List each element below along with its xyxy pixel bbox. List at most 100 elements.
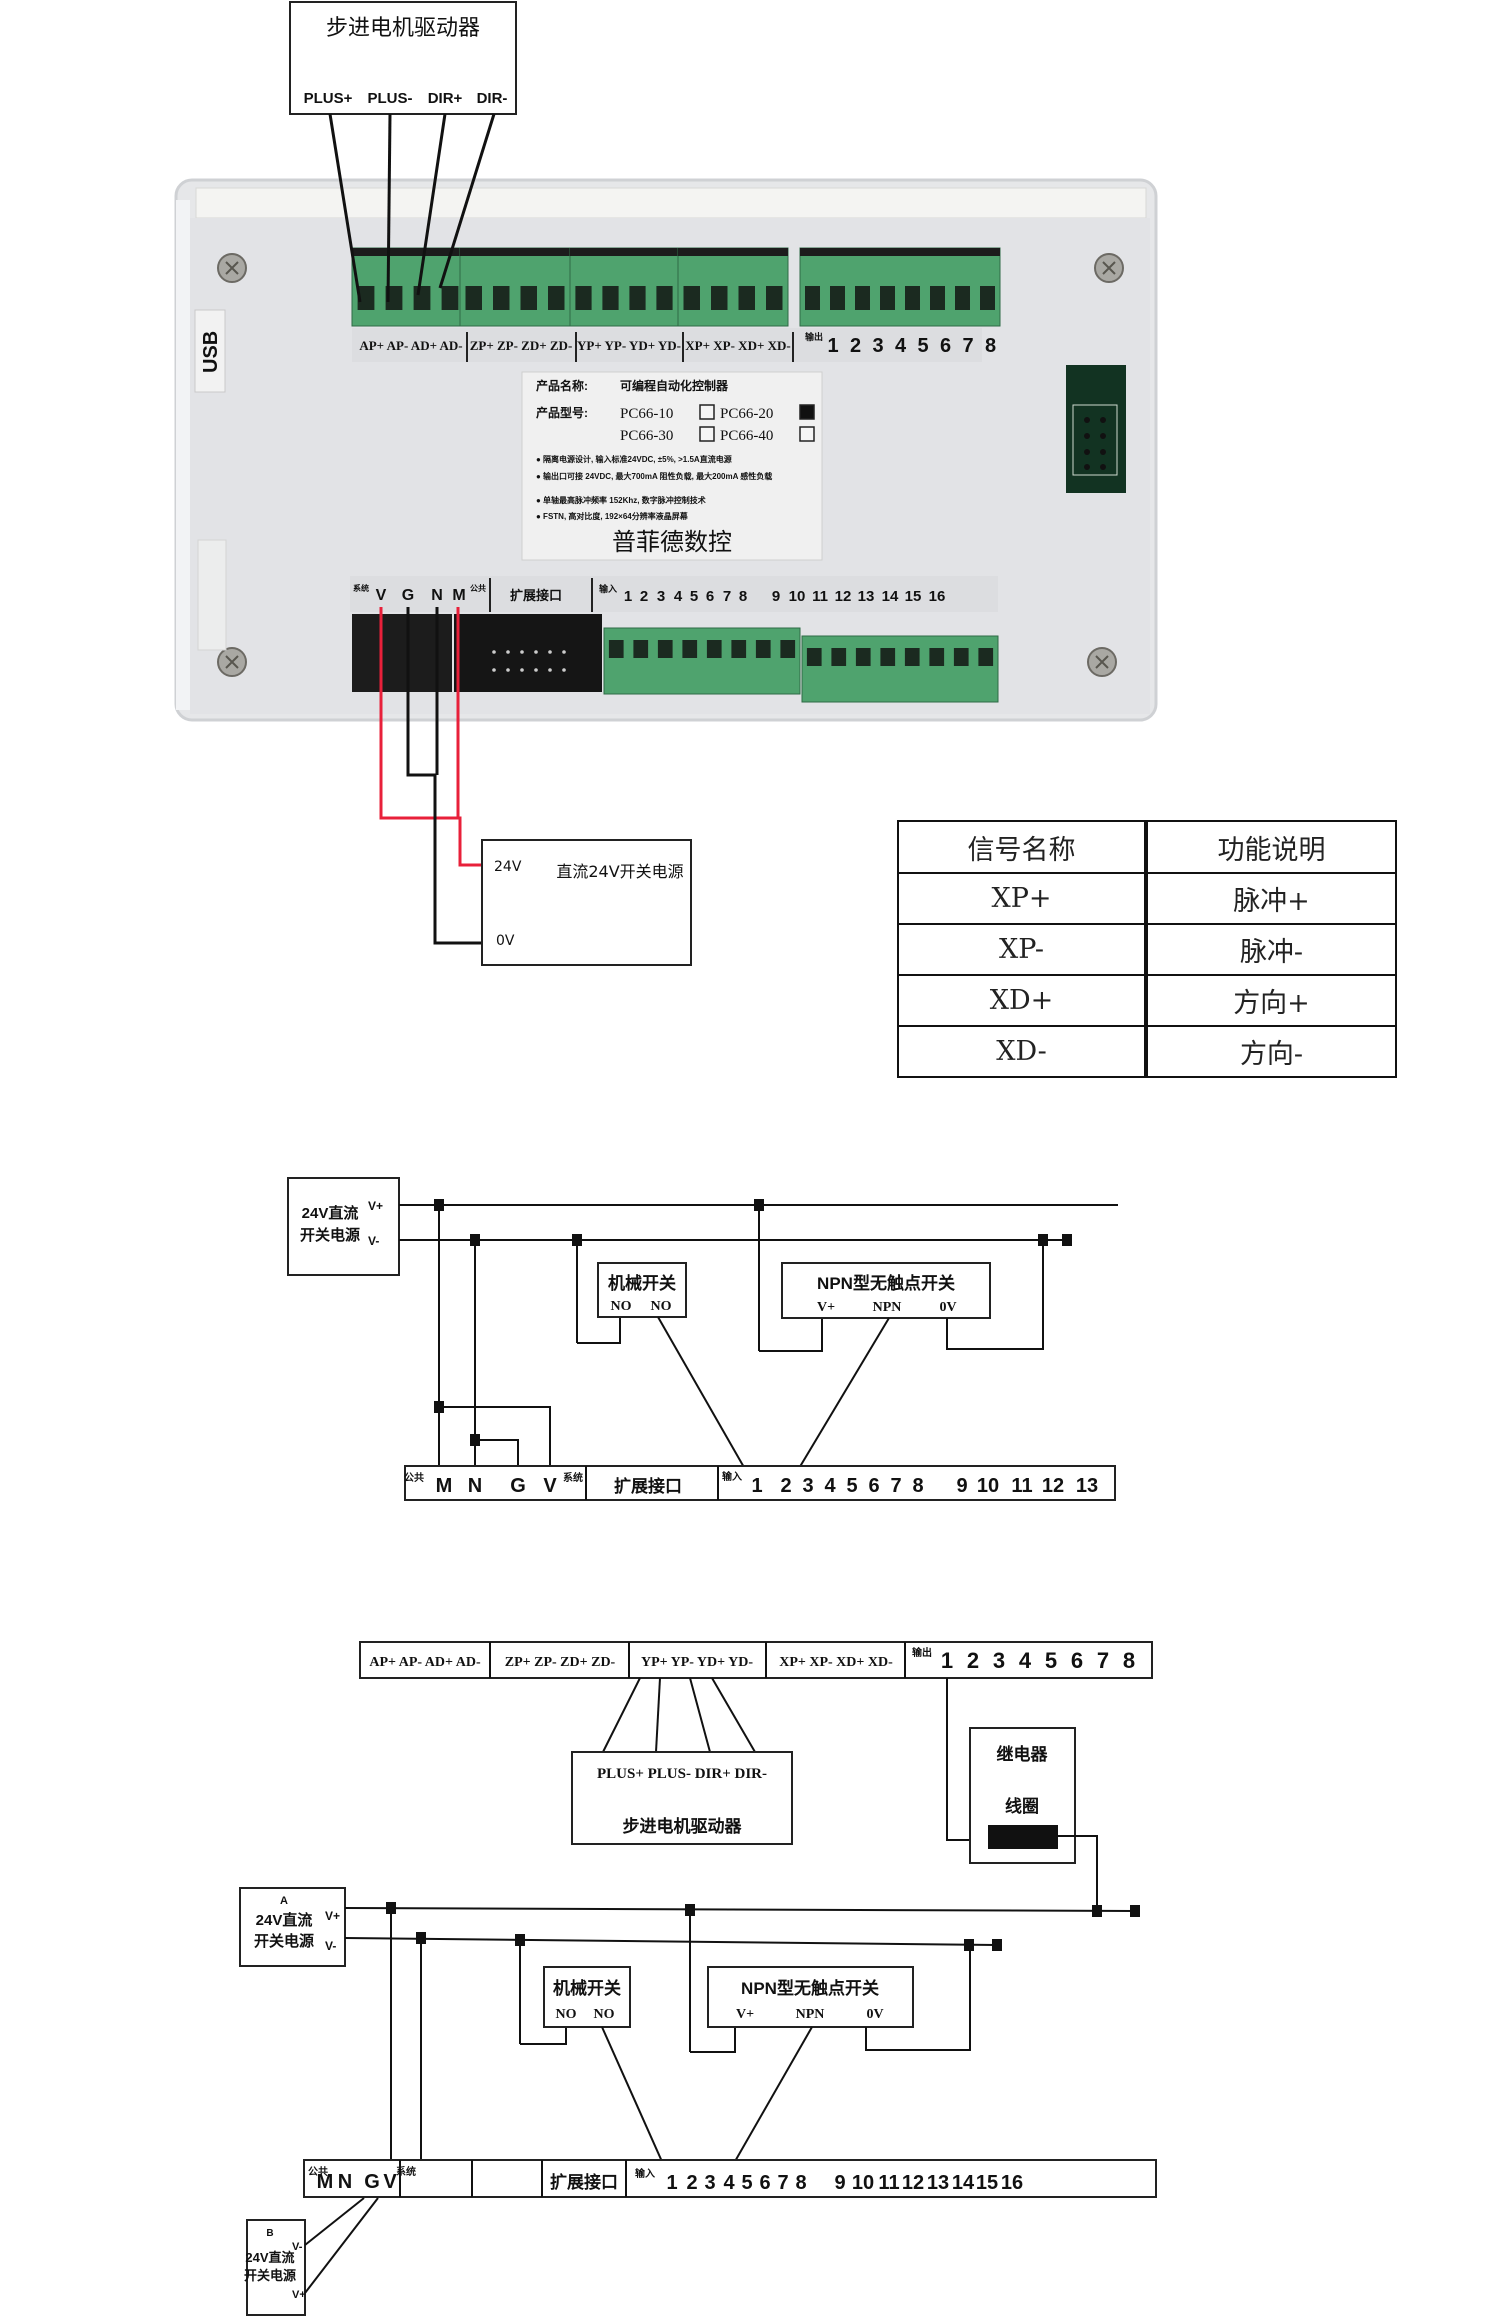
- rail-v-plus: [344, 1907, 1136, 1912]
- mechanical-switch-box: [543, 1966, 631, 2028]
- npn-switch-box: [707, 1966, 914, 2028]
- input-number: 4: [824, 1475, 836, 1497]
- output-label: 输出: [805, 331, 823, 342]
- input-number: 11: [878, 2172, 899, 2194]
- system-label: 系统: [396, 2165, 416, 2178]
- terminal-pin-g: G: [364, 2171, 380, 2193]
- pcb-header-connector: [1066, 365, 1126, 493]
- input-number: 7: [777, 2172, 788, 2194]
- screw-slot: [855, 648, 871, 666]
- model-option: PC66-40: [720, 428, 773, 444]
- input-terminal-strip: [303, 2159, 1157, 2198]
- psu-a-neg: V-: [325, 1939, 336, 1953]
- function-cell: 方向+: [1145, 974, 1397, 1027]
- terminal-group-y: YP+ YP- YD+ YD-: [641, 1655, 753, 1670]
- input-number: 14: [952, 2172, 975, 2194]
- screw-slot: [385, 286, 403, 310]
- input-number: 2: [686, 2172, 697, 2194]
- psu-box: [287, 1177, 400, 1276]
- input-number: 5: [846, 1475, 857, 1497]
- wire-24v-positive: [379, 607, 482, 867]
- npn-switch-pin: 0V: [939, 1300, 956, 1315]
- psu-b-tag: B: [266, 2228, 273, 2239]
- screw-slot: [602, 286, 619, 310]
- header-signal-name: 信号名称: [897, 820, 1148, 874]
- input-number: 8: [912, 1475, 923, 1497]
- terminal-pin-n: N: [468, 1475, 482, 1497]
- output-number: 3: [993, 1648, 1005, 1673]
- input-number: 1: [751, 1475, 762, 1497]
- input-number: 13: [1076, 1475, 1098, 1497]
- psu-a-pos: V+: [325, 1909, 340, 1923]
- psu-title: 直流24V开关电源: [556, 862, 683, 881]
- screw-slot: [904, 648, 920, 666]
- system-label: 系统: [353, 583, 369, 593]
- power-pin-m: M: [452, 587, 465, 604]
- screw-slot: [657, 640, 673, 658]
- power-pin-g: G: [402, 587, 414, 604]
- system-label: 系统: [563, 1471, 583, 1484]
- function-cell: 脉冲+: [1145, 872, 1397, 925]
- device-wiring-photo: 步进电机驱动器 PLUS+ PLUS- DIR+ DIR- USB AP+ AP: [174, 1, 1158, 966]
- screw-icon: [1094, 253, 1124, 283]
- mech-switch-pin: NO: [651, 1299, 672, 1314]
- terminal-pin-m: M: [317, 2171, 334, 2193]
- output-number: 2: [967, 1648, 979, 1673]
- output-number: 4: [895, 335, 907, 357]
- screw-icon: [217, 647, 247, 677]
- screw-slot: [711, 286, 728, 310]
- output-number: 1: [941, 1648, 953, 1673]
- driver-title: 步进电机驱动器: [326, 16, 480, 41]
- input-number: 16: [929, 588, 946, 605]
- input-label: 输入: [599, 583, 617, 594]
- psu-b-line2: 开关电源: [244, 2268, 296, 2283]
- driver-pin: PLUS+: [304, 90, 353, 107]
- input-terminal-blocks: [603, 627, 999, 703]
- screw-slot: [953, 648, 969, 666]
- product-name: 可编程自动化控制器: [620, 378, 729, 393]
- screw-slot: [930, 286, 945, 310]
- expansion-label: 扩展接口: [510, 588, 562, 603]
- input-number: 16: [1001, 2172, 1023, 2194]
- spec-bullet: ● FSTN, 高对比度, 192×64分辨率液晶屏幕: [536, 511, 689, 521]
- wire-dir-pos: [416, 113, 447, 296]
- screw-slot: [731, 640, 747, 658]
- input-number: 3: [802, 1475, 813, 1497]
- screw-slot: [656, 286, 673, 310]
- input-number: 6: [706, 588, 714, 605]
- input-number: 5: [690, 588, 698, 605]
- wire-0v-negative: [406, 607, 482, 945]
- screw-slot: [830, 286, 845, 310]
- mech-switch-title: 机械开关: [553, 1978, 621, 1998]
- input-label: 输入: [722, 1470, 742, 1483]
- terminal-pin-v: V: [543, 1475, 557, 1497]
- screw-slot: [357, 286, 375, 310]
- screw-slot: [880, 648, 896, 666]
- input-number: 8: [739, 588, 747, 605]
- input-number: 12: [1042, 1475, 1064, 1497]
- npn-switch-pin: NPN: [796, 2007, 825, 2022]
- signal-table: 信号名称 功能说明 XP+脉冲+ XP-脉冲- XD+方向+ XD-方向-: [897, 820, 1397, 1078]
- product-name-label: 产品名称:: [536, 378, 588, 393]
- input-number: 2: [640, 588, 648, 605]
- stepper-driver-box: [571, 1751, 793, 1845]
- terminal-pin-m: M: [436, 1475, 453, 1497]
- screw-slot: [413, 286, 431, 310]
- wire-dir-neg: [438, 113, 496, 289]
- input-number: 10: [977, 1475, 999, 1497]
- screw-slot: [575, 286, 592, 310]
- spec-bullet: ● 输出口可接 24VDC, 最大700mA 阻性负载, 最大200mA 感性负…: [536, 471, 772, 481]
- top-terminal-group-z: ZP+ ZP- ZD+ ZD-: [470, 338, 573, 353]
- input-number: 2: [780, 1475, 791, 1497]
- screw-slot: [738, 286, 755, 310]
- mechanical-switch-box: [597, 1262, 687, 1318]
- output-number: 4: [1019, 1648, 1032, 1673]
- psu-b-pos: V+: [292, 2289, 306, 2301]
- screw-slot: [441, 286, 459, 310]
- driver-pin: DIR+: [428, 90, 463, 107]
- input-number: 10: [789, 588, 806, 605]
- screw-slot: [805, 286, 820, 310]
- model-option: PC66-20: [720, 406, 773, 422]
